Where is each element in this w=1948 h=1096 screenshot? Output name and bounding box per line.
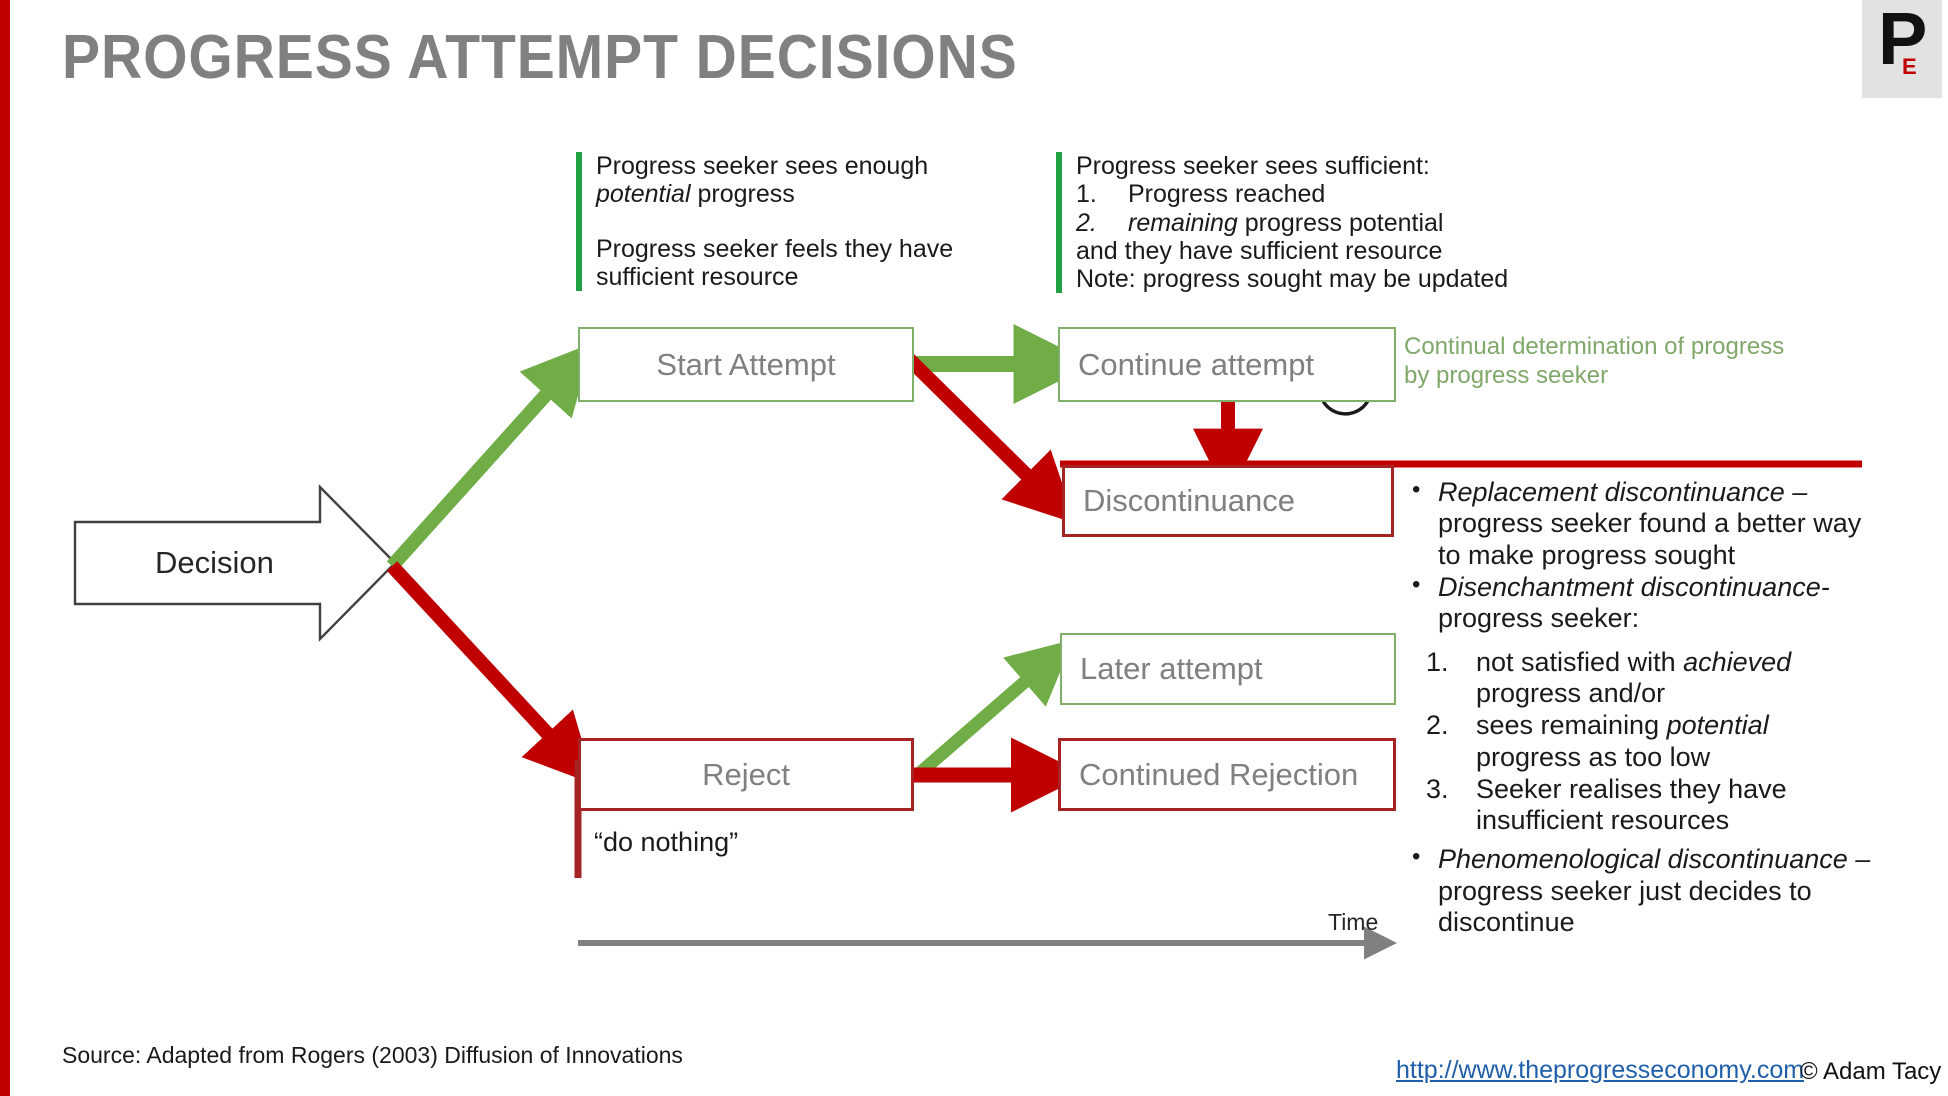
logo: P E — [1862, 0, 1942, 98]
list-item-line: progress and/or — [1476, 677, 1666, 708]
list-item: 1. not satisfied with achieved progress … — [1404, 647, 1874, 710]
term-italic: Disenchantment discontinuance- — [1438, 571, 1830, 602]
list-item: Phenomenological discontinuance – progre… — [1404, 843, 1874, 938]
list-item: 2. sees remaining potential progress as … — [1404, 710, 1874, 773]
time-axis-label: Time — [1328, 909, 1379, 935]
list-item: 3. Seeker realises they have insufficien… — [1404, 774, 1874, 837]
list-item-line: progress seeker just decides to — [1438, 875, 1812, 906]
note-line: 2. remaining progress potential — [1076, 209, 1546, 237]
term-italic: Replacement discontinuance – — [1438, 477, 1808, 507]
arrow-start-to-discontinuance — [903, 353, 1076, 524]
list-item-line: progress seeker: — [1438, 603, 1640, 634]
box-discontinuance[interactable]: Discontinuance — [1062, 465, 1394, 537]
arrow-decision-to-start-attempt — [386, 343, 593, 571]
box-label: Reject — [702, 756, 790, 792]
continue-attempt-note: Progress seeker sees sufficient: 1. Progr… — [1056, 152, 1546, 294]
start-attempt-note: Progress seeker sees enough potential pr… — [576, 152, 996, 291]
box-continued-rejection[interactable]: Continued Rejection — [1058, 738, 1396, 811]
note-line: Progress seeker feels they have — [596, 234, 954, 263]
list-item: Disenchantment discontinuance- progress … — [1404, 571, 1874, 635]
logo-letter-p: P — [1878, 0, 1928, 80]
note-line: sufficient resource — [596, 262, 799, 291]
box-label: Start Attempt — [656, 346, 836, 382]
do-nothing-label: “do nothing” — [594, 827, 739, 857]
list-item-text: Seeker realises they have — [1476, 773, 1787, 804]
footer-copyright: © Adam Tacy — [1800, 1058, 1942, 1085]
box-continue-attempt[interactable]: Continue attempt — [1058, 327, 1396, 402]
arrow-reject-to-later-attempt — [909, 639, 1074, 783]
continual-determination-note: Continual determination of progress by p… — [1404, 333, 1804, 391]
box-label: Later attempt — [1080, 651, 1263, 686]
note-line: Progress seeker sees enough — [596, 152, 929, 180]
list-item-italic: achieved — [1683, 646, 1792, 677]
footer-website-link[interactable]: http://www.theprogresseconomy.com — [1396, 1056, 1805, 1084]
numbered-sublist: 1. not satisfied with achieved progress … — [1404, 647, 1874, 837]
discontinuance-types-list: Replacement discontinuance – progress se… — [1404, 476, 1874, 939]
note-text: progress — [690, 180, 795, 209]
list-number: 2. — [1426, 710, 1449, 741]
box-label: Continued Rejection — [1079, 756, 1359, 792]
note-line: 1. Progress reached — [1076, 180, 1546, 208]
note-line: Note: progress sought may be updated — [1076, 265, 1509, 293]
note-italic: remaining — [1128, 208, 1238, 237]
green-note-line: Continual determination of progress — [1404, 333, 1785, 360]
list-item-line: progress as too low — [1476, 741, 1711, 772]
note-line: potential progress — [596, 180, 996, 208]
note-line: Progress seeker sees sufficient: — [1076, 152, 1430, 180]
box-start-attempt[interactable]: Start Attempt — [578, 327, 914, 402]
list-item: Replacement discontinuance – progress se… — [1404, 476, 1874, 571]
note-text: progress potential — [1237, 208, 1444, 237]
left-red-spine — [0, 0, 10, 1096]
list-item-italic: potential — [1666, 710, 1769, 741]
box-label: Continue attempt — [1078, 346, 1315, 382]
decision-label: Decision — [155, 545, 274, 580]
list-item-line: progress seeker found a better way — [1438, 508, 1862, 539]
page-title: PROGRESS ATTEMPT DECISIONS — [62, 23, 1018, 92]
list-item-text: sees remaining — [1476, 710, 1667, 741]
logo-letter-e: E — [1902, 54, 1917, 79]
arrow-decision-to-reject — [386, 561, 595, 785]
list-item-line: discontinue — [1438, 907, 1575, 938]
list-item-line: insufficient resources — [1476, 805, 1730, 836]
list-number: 1. — [1426, 646, 1449, 677]
box-later-attempt[interactable]: Later attempt — [1060, 633, 1396, 705]
note-number: 1. — [1076, 180, 1097, 209]
note-number: 2. — [1076, 208, 1097, 237]
footer-source: Source: Adapted from Rogers (2003) Diffu… — [62, 1042, 683, 1068]
list-item-text: not satisfied with — [1476, 646, 1684, 677]
box-label: Discontinuance — [1083, 483, 1295, 518]
list-item-line: to make progress sought — [1438, 539, 1736, 570]
note-italic: potential — [596, 180, 691, 209]
green-note-line: by progress seeker — [1404, 361, 1609, 389]
box-reject[interactable]: Reject — [578, 738, 914, 811]
note-spacer — [596, 209, 996, 235]
list-number: 3. — [1426, 773, 1449, 804]
term-italic: Phenomenological discontinuance – — [1438, 844, 1871, 875]
note-line: and they have sufficient resource — [1076, 236, 1443, 265]
note-text: Progress reached — [1128, 180, 1326, 209]
